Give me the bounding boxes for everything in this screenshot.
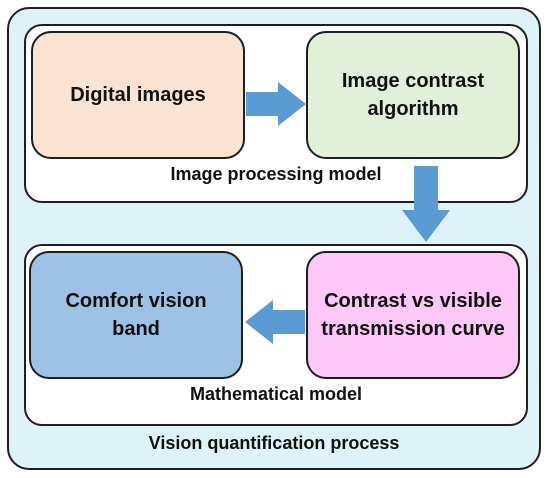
comfort-vision-band-box: Comfort vision band bbox=[29, 251, 243, 379]
image-processing-model-label: Image processing model bbox=[170, 164, 382, 184]
digital-images-text: Digital images bbox=[70, 84, 206, 106]
mathematical-model-label: Mathematical model bbox=[189, 384, 363, 404]
contrast-transmission-curve-text: Contrast vs visible transmission curve bbox=[321, 290, 505, 340]
digital-images-box: Digital images bbox=[31, 31, 245, 159]
arrow-left-icon bbox=[245, 300, 305, 344]
image-contrast-algorithm-text: Image contrast algorithm bbox=[341, 70, 485, 120]
vision-quantification-process-label: Vision quantification process bbox=[148, 433, 400, 453]
contrast-transmission-curve-box: Contrast vs visible transmission curve bbox=[306, 251, 520, 379]
arrow-down-icon bbox=[402, 166, 450, 242]
arrow-right-icon bbox=[246, 82, 306, 126]
comfort-vision-band-text: Comfort vision band bbox=[65, 290, 207, 340]
image-contrast-algorithm-box: Image contrast algorithm bbox=[306, 31, 520, 159]
